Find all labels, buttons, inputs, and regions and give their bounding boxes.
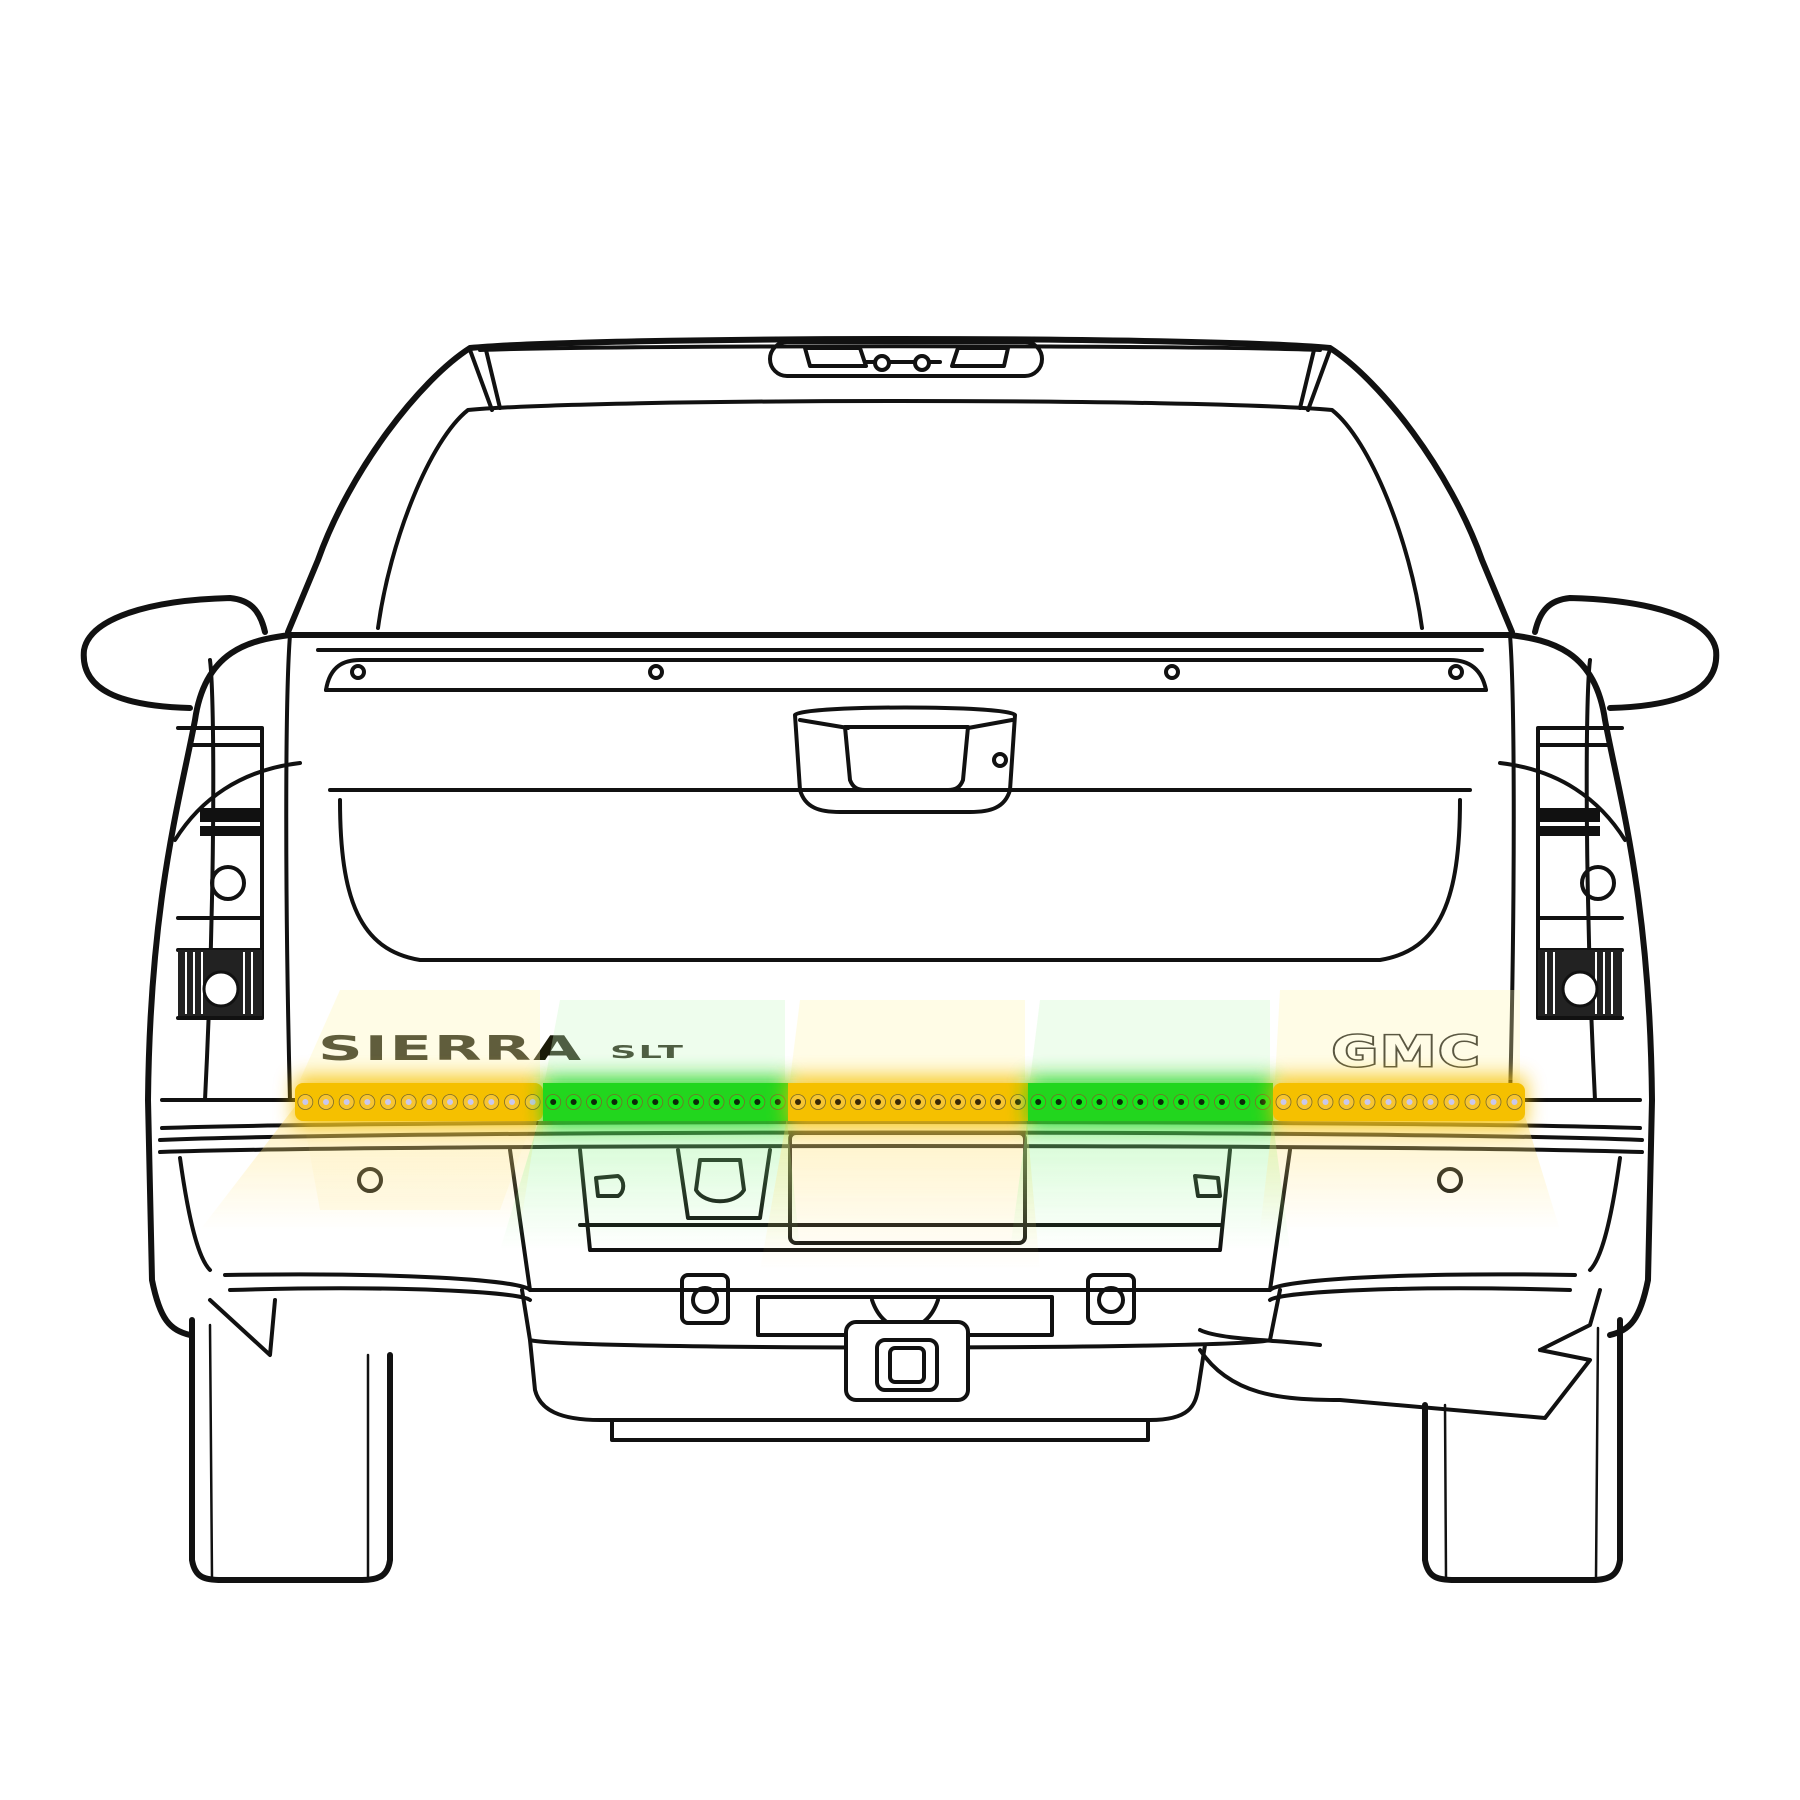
sierra-text: SIERRA — [318, 1029, 583, 1069]
cab — [285, 336, 1515, 635]
left-mud-flap — [189, 1298, 393, 1583]
rear-window — [376, 399, 1424, 630]
right-mirror — [1532, 595, 1720, 711]
light-rays — [200, 990, 1560, 1270]
trailer-hitch-receiver — [844, 1298, 970, 1402]
light-bar-segment-yellow — [1273, 1077, 1525, 1127]
light-bar-segment-green — [1028, 1077, 1273, 1127]
gmc-text: GMC — [1332, 1027, 1482, 1076]
tailgate-handle[interactable] — [793, 705, 1017, 814]
light-bar-segment-yellow — [788, 1077, 1028, 1127]
sierra-badge: SIERRA — [318, 1029, 583, 1069]
gmc-badge: GMC — [1331, 1026, 1482, 1078]
right-mud-flap — [1422, 1288, 1623, 1583]
light-bar-segment-yellow — [295, 1077, 543, 1127]
tailgate — [316, 648, 1488, 962]
led-light-bar — [295, 1077, 1525, 1127]
third-brake-light — [768, 340, 1044, 378]
right-taillight — [1498, 726, 1627, 1020]
slt-text: SLT — [610, 1042, 685, 1063]
body-outline — [145, 632, 1655, 1338]
left-taillight — [173, 726, 302, 1020]
left-mirror — [80, 595, 268, 711]
slt-badge: SLT — [610, 1042, 685, 1063]
light-bar-segment-green — [543, 1077, 788, 1127]
